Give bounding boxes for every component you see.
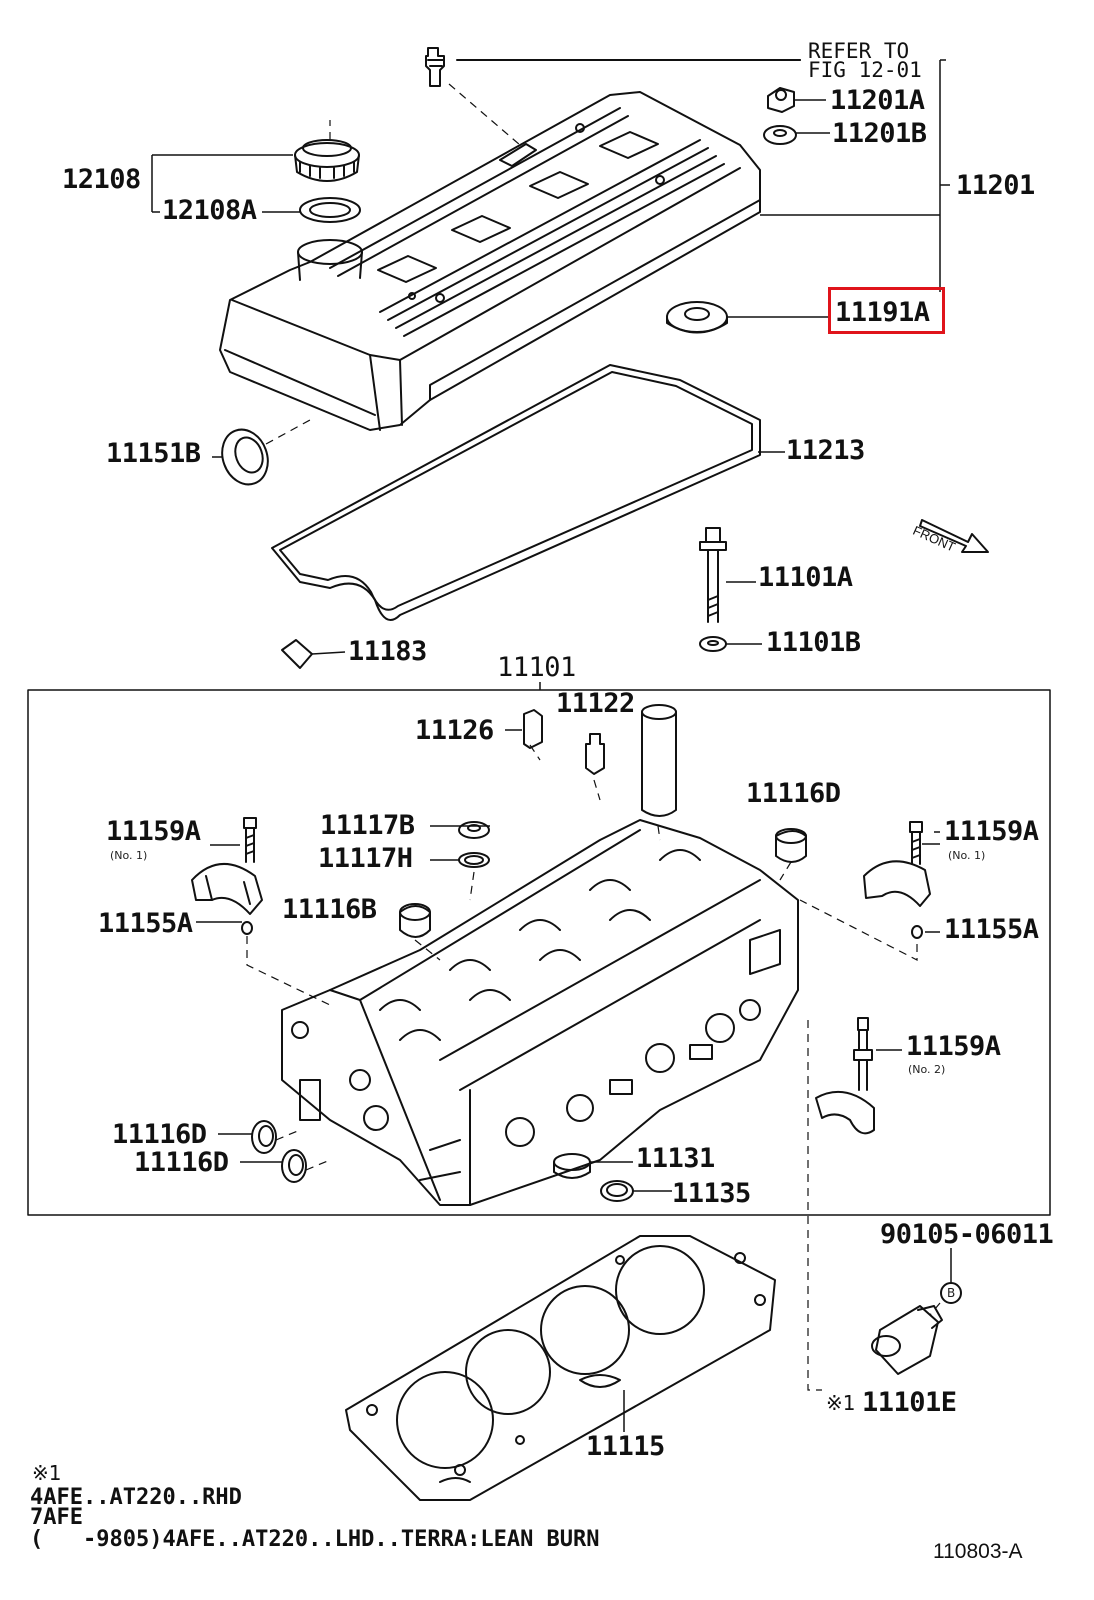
part-label-11201[interactable]: 11201 — [956, 170, 1035, 201]
figure-code: 110803-A — [933, 1540, 1023, 1563]
sub-note-no1-right: (No. 1) — [948, 849, 986, 862]
footnote-line2: 7AFE — [30, 1505, 83, 1530]
footnote-marker: ※1 — [32, 1461, 62, 1485]
cover-washer-part — [763, 125, 797, 145]
front-arrow-icon — [919, 519, 989, 553]
part-label-11117b[interactable]: 11117B — [320, 810, 415, 841]
footnote-line1: 4AFE..AT220..RHD — [30, 1485, 242, 1510]
part-label-11191a[interactable]: 11191A — [835, 297, 930, 328]
reference-note-line1: REFER TO — [808, 39, 910, 63]
cam-position-sensor-part — [871, 1305, 943, 1375]
part-label-90105-06011[interactable]: 90105-06011 — [880, 1219, 1054, 1250]
part-label-11101[interactable]: 11101 — [497, 652, 576, 683]
part-label-11126[interactable]: 11126 — [415, 715, 494, 746]
part-label-11213[interactable]: 11213 — [786, 435, 865, 466]
camshaft-bearing-cap-right — [863, 860, 931, 939]
part-label-11183[interactable]: 11183 — [348, 636, 427, 667]
cover-gasket-part — [271, 364, 761, 621]
valve-cover-part — [219, 91, 761, 431]
part-label-11101e[interactable]: 11101E — [862, 1387, 957, 1418]
part-label-11151b[interactable]: 11151B — [106, 438, 201, 469]
part-label-11101b[interactable]: 11101B — [766, 627, 861, 658]
camshaft-bearing-cap-no2 — [815, 1091, 875, 1135]
ref-b-label: B — [947, 1286, 956, 1300]
reference-note-line2: FIG 12-01 — [808, 58, 922, 82]
part-label-11159a-lower[interactable]: 11159A — [906, 1031, 1001, 1062]
part-label-11122[interactable]: 11122 — [556, 688, 635, 719]
camshaft-housing-plug-part — [641, 704, 677, 817]
part-label-12108[interactable]: 12108 — [62, 164, 141, 195]
camshaft-bearing-cap-bolt-left — [243, 817, 257, 863]
camshaft-bearing-cap-left — [191, 862, 263, 935]
camshaft-bearing-cap-bolt-right — [909, 821, 923, 865]
valve-seat-b-part — [600, 1180, 634, 1202]
part-label-11155a-right[interactable]: 11155A — [944, 914, 1039, 945]
highlight-box — [828, 287, 945, 334]
part-label-11131[interactable]: 11131 — [636, 1143, 715, 1174]
asterisk-marker: ※1 — [826, 1391, 856, 1415]
part-label-12108a[interactable]: 12108A — [162, 195, 257, 226]
valve-guide-part — [523, 709, 605, 775]
part-label-11115[interactable]: 11115 — [586, 1431, 665, 1462]
cover-nut-part — [767, 87, 795, 113]
camshaft-bearing-cap-bolt-no2 — [853, 1017, 873, 1091]
head-bolt-washer-part — [699, 636, 727, 652]
camshaft-seal-part — [221, 428, 269, 486]
spark-plug-tube-gasket-part — [458, 821, 490, 868]
part-label-11201a[interactable]: 11201A — [830, 85, 925, 116]
part-label-11117h[interactable]: 11117H — [318, 843, 413, 874]
cylinder-head-part — [281, 819, 799, 1206]
expansion-plug-part — [775, 828, 807, 863]
part-label-11155a-left[interactable]: 11155A — [98, 908, 193, 939]
part-label-11135[interactable]: 11135 — [672, 1178, 751, 1209]
cylinder-head-frame — [27, 689, 1051, 1216]
part-label-11159a-left[interactable]: 11159A — [106, 816, 201, 847]
part-label-11101a[interactable]: 11101A — [758, 562, 853, 593]
oil-cap-gasket-part — [299, 197, 361, 223]
sub-note-no2: (No. 2) — [908, 1063, 946, 1076]
vacuum-sensor-part — [425, 47, 445, 87]
head-gasket-part — [345, 1235, 776, 1501]
oil-filler-cap-part — [294, 139, 360, 182]
part-label-11116d-b[interactable]: 11116D — [134, 1147, 229, 1178]
half-moon-plug-part — [281, 639, 313, 669]
part-label-11201b[interactable]: 11201B — [832, 118, 927, 149]
part-label-11116b[interactable]: 11116B — [282, 894, 377, 925]
part-label-11116d-a[interactable]: 11116D — [112, 1119, 207, 1150]
plug-seal-a-part — [251, 1120, 277, 1154]
sub-note-no1-left: (No. 1) — [110, 849, 148, 862]
head-bolt-part — [699, 527, 727, 623]
footnote-line3: ( -9805)4AFE..AT220..LHD..TERRA:LEAN BUR… — [30, 1527, 600, 1552]
plug-seal-b-part — [281, 1149, 307, 1183]
part-label-11116d-top[interactable]: 11116D — [746, 778, 841, 809]
expansion-plug-b-part — [399, 903, 431, 938]
cover-grommet-part — [666, 301, 728, 334]
part-label-11159a-right[interactable]: 11159A — [944, 816, 1039, 847]
